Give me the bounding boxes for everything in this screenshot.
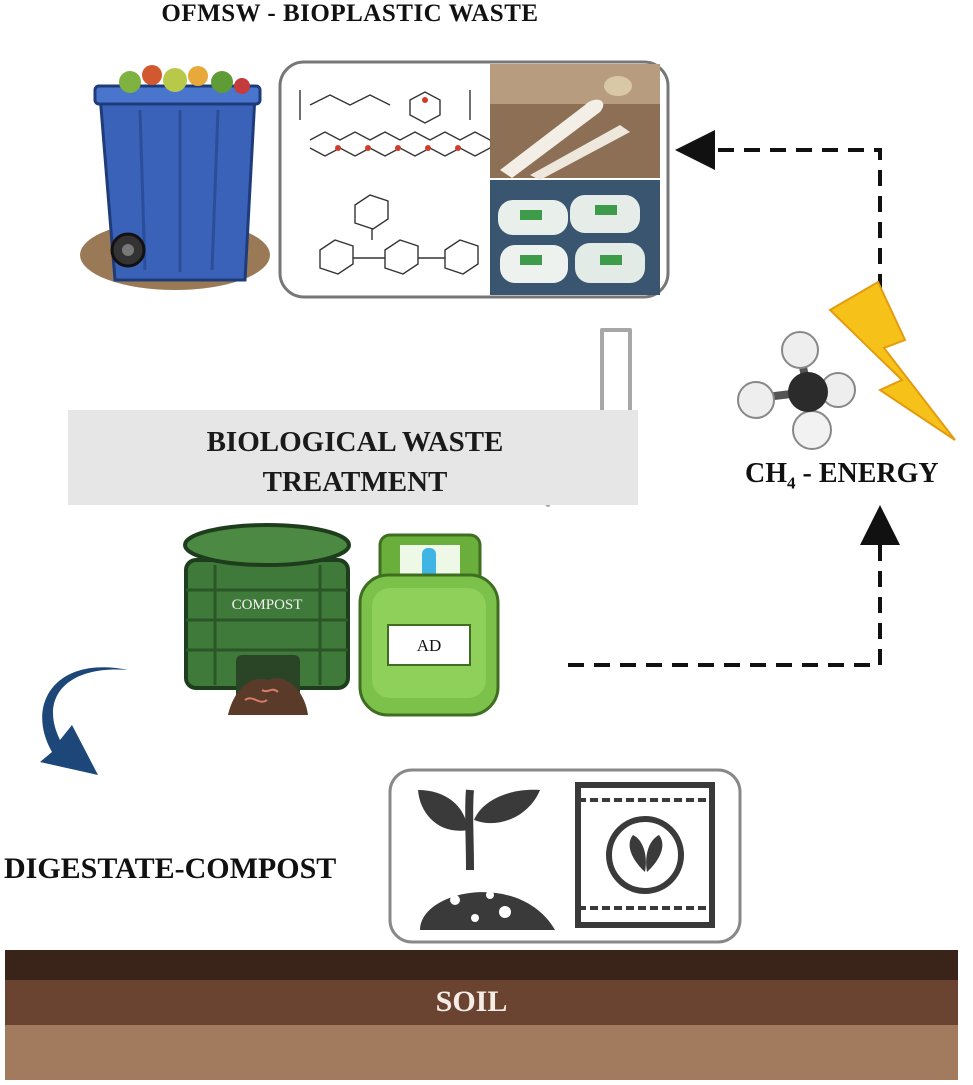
soil-layers [5,950,958,1080]
compost-bin-icon [183,523,351,715]
bags-photo [490,180,660,295]
treatment-band [68,410,638,505]
energy-loop-arrow [568,130,900,667]
treatment-line-2: TREATMENT [262,466,448,498]
compost-label: COMPOST [232,597,303,613]
gas-cylinder-icon [358,533,500,717]
waste-bin-icon [80,65,270,290]
soil-label: SOIL [435,985,508,1018]
curved-arrow-icon [40,667,128,775]
soil-products-panel [388,768,742,944]
energy-formula: CH [745,458,787,489]
cutlery-photo [490,64,660,180]
treatment-label: BIOLOGICAL WASTE TREATMENT [150,422,560,502]
energy-suffix: - ENERGY [795,458,939,489]
energy-label: CH4 - ENERGY [745,458,973,494]
digestate-label: DIGESTATE-COMPOST [4,852,337,885]
diagram-title: OFMSW - BIOPLASTIC WASTE [161,0,539,27]
treatment-line-1: BIOLOGICAL WASTE [206,426,504,458]
molecule-icon [299,90,521,275]
lightning-icon [828,280,956,441]
methane-icon [737,331,856,450]
ad-label: AD [417,636,442,655]
energy-subscript: 4 [787,473,796,493]
plant-icon [418,789,555,930]
fertilizer-bag-icon [575,782,715,928]
bioplastic-panel [278,60,670,299]
